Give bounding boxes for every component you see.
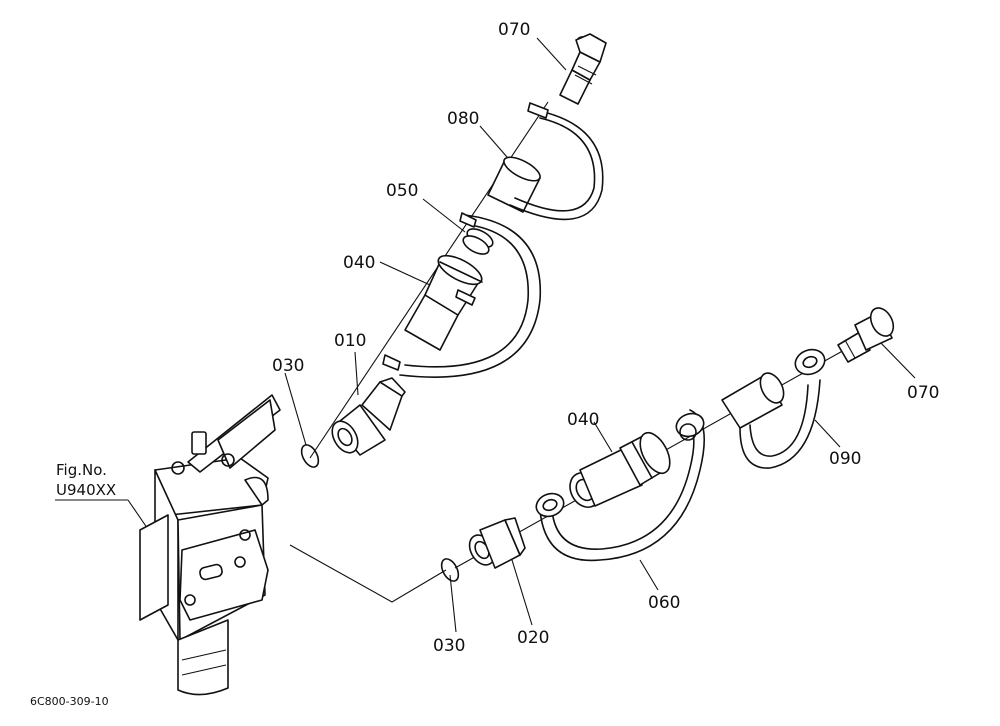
- label-040-lower: 040: [567, 410, 599, 430]
- label-070-right: 070: [907, 383, 939, 403]
- coupler-040-upper: [404, 254, 483, 351]
- dust-cap-strap-upper-lower: [382, 212, 542, 378]
- label-090: 090: [829, 449, 861, 469]
- figure-reference: Fig.No. U940XX: [56, 461, 116, 499]
- label-070-top: 070: [498, 20, 530, 40]
- control-valve-body: [139, 394, 281, 696]
- label-030-lower: 030: [433, 636, 465, 656]
- leader-lines: [55, 37, 916, 633]
- fig-ref-line1: Fig.No.: [56, 461, 107, 479]
- coupler-040-lower: [569, 431, 671, 508]
- adapter-020: [468, 517, 526, 569]
- cap-080: [487, 156, 541, 213]
- seal-050: [462, 228, 494, 255]
- label-030-upper: 030: [272, 356, 304, 376]
- nipple-070-top: [559, 33, 607, 105]
- o-ring-030-upper: [300, 444, 320, 468]
- dust-cap-strap-upper-top: [509, 102, 604, 221]
- elbow-fitting-010: [331, 377, 406, 456]
- dust-cap-090: [721, 348, 826, 469]
- label-010: 010: [334, 331, 366, 351]
- label-020: 020: [517, 628, 549, 648]
- nipple-070-right: [837, 307, 895, 363]
- fig-ref-line2: U940XX: [56, 481, 116, 499]
- dust-cap-strap-060: [535, 409, 706, 562]
- label-040-upper: 040: [343, 253, 375, 273]
- o-ring-030-lower: [440, 558, 460, 582]
- label-060: 060: [648, 593, 680, 613]
- drawing-code: 6C800-309-10: [30, 695, 109, 708]
- callout-labels: 070 080 050 040 010 030 070 040 090 060 …: [272, 20, 939, 656]
- label-080: 080: [447, 109, 479, 129]
- label-050: 050: [386, 181, 418, 201]
